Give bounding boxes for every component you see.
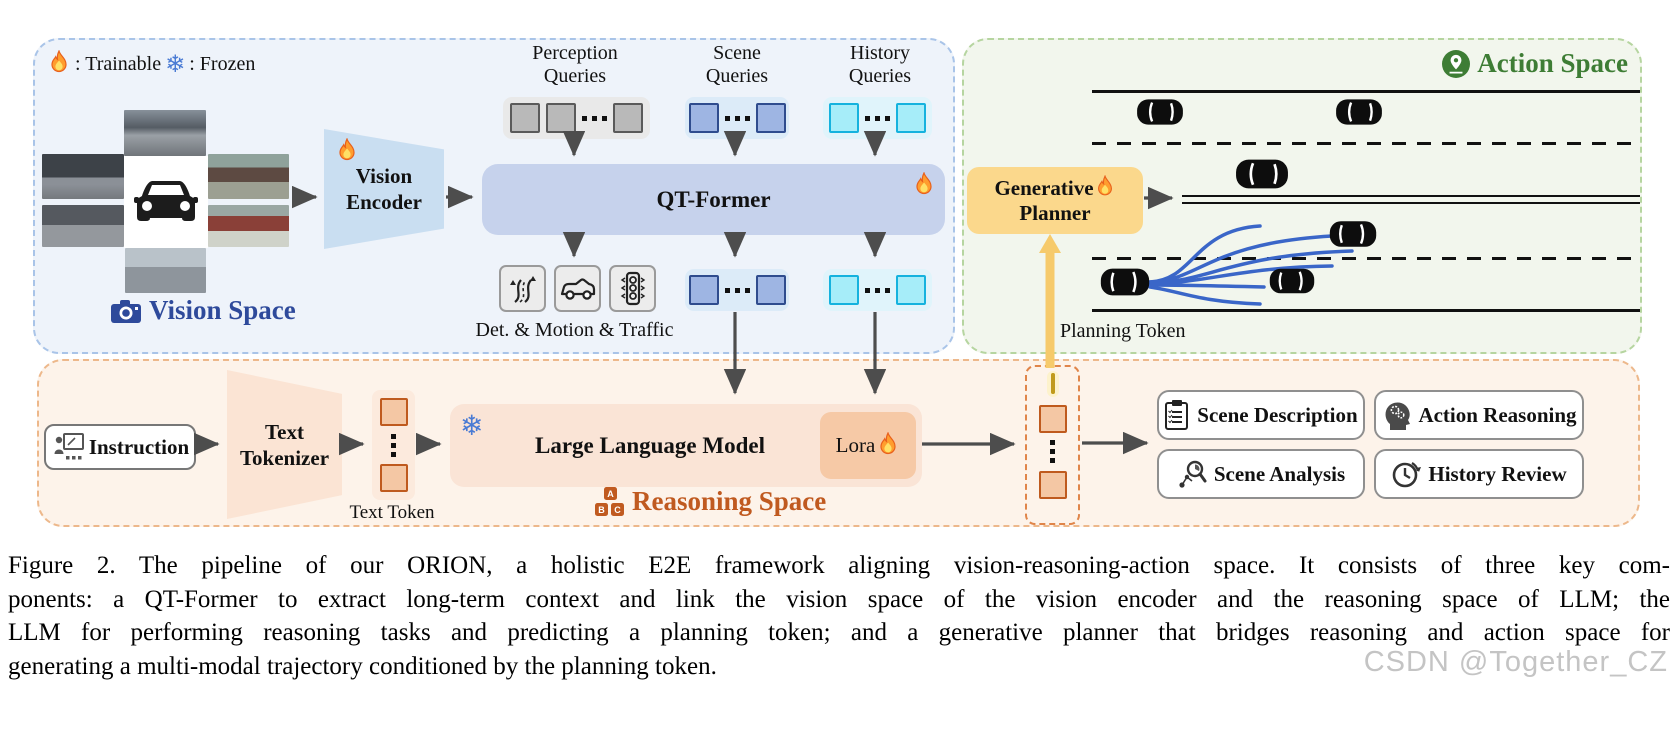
output-token-stack (1025, 365, 1080, 525)
vision-space-label: Vision Space (110, 295, 296, 326)
trajectory-curves (1148, 224, 1354, 306)
camera-image-back (125, 248, 206, 293)
history-output-tokens (823, 269, 932, 311)
history-queries-label: History Queries (848, 42, 912, 87)
camera-image-back-right (208, 205, 289, 247)
perception-queries-label: Perception Queries (532, 42, 618, 87)
qt-former-block: QT-Former (482, 164, 945, 235)
lane-dashed-line (1092, 142, 1640, 145)
action-space-label: Action Space (1442, 48, 1628, 79)
fire-icon (912, 172, 936, 200)
history-query-tokens (823, 97, 932, 139)
task-scene-analysis: Scene Analysis (1157, 449, 1365, 499)
ego-car-icon (134, 176, 198, 228)
traffic-car-icon (1335, 97, 1383, 127)
fire-icon (335, 138, 359, 166)
road-edge-line (1092, 90, 1640, 93)
magnifier-graph-icon (1179, 460, 1207, 488)
road-double-line (1182, 195, 1640, 204)
caption-line: Figure 2. The pipeline of our ORION, a h… (8, 552, 1670, 579)
text-tokenizer-block: Text Tokenizer (227, 370, 342, 519)
planner-label-line1: Generative (994, 175, 1094, 200)
camera-image-front-right (208, 154, 289, 199)
scene-queries-label: Scene Queries (705, 42, 769, 87)
fire-icon (1094, 175, 1116, 201)
vertical-dots (391, 433, 396, 457)
instruction-block: Instruction (44, 424, 196, 470)
camera-image-front-left (42, 154, 124, 199)
svg-text:A: A (607, 489, 614, 499)
instruction-label: Instruction (88, 434, 190, 459)
task-action-reasoning: Action Reasoning (1374, 390, 1584, 440)
traffic-car-icon (1269, 264, 1315, 298)
reasoning-space-label: A B C Reasoning Space (595, 486, 826, 517)
head-gears-icon (1385, 402, 1411, 430)
legend: : Trainable ❄ : Frozen (47, 50, 255, 78)
generative-planner-block: Generative Planner (967, 167, 1143, 234)
road-edge-line (1092, 309, 1640, 312)
perception-query-tokens (503, 97, 650, 139)
ellipsis-dots (865, 115, 890, 121)
ego-car-icon (1100, 264, 1150, 300)
fire-icon (876, 432, 900, 460)
det-motion-traffic-label: Det. & Motion & Traffic (475, 319, 674, 341)
lora-block: Lora (820, 412, 916, 479)
ellipsis-dots (724, 287, 750, 293)
ellipsis-dots (865, 287, 890, 293)
fire-icon (47, 50, 71, 78)
road-detection-icon (499, 265, 546, 312)
scene-query-tokens (685, 97, 789, 139)
scene-output-tokens (685, 269, 789, 311)
lora-label: Lora (835, 433, 876, 457)
traffic-car-icon (1235, 157, 1289, 191)
planning-token-label: Planning Token (1060, 320, 1186, 342)
text-token-stack (372, 390, 415, 500)
clipboard-icon (1165, 400, 1189, 430)
task-scene-description: Scene Description (1157, 390, 1365, 440)
perception-output-icons (499, 265, 656, 312)
qt-former-label: QT-Former (656, 186, 771, 212)
traffic-light-icon (609, 265, 656, 312)
watermark: CSDN @Together_CZ (1363, 646, 1668, 678)
clock-icon (1393, 462, 1422, 488)
figure-caption: Figure 2. The pipeline of our ORION, a h… (8, 549, 1670, 683)
ellipsis-dots (724, 115, 750, 121)
traffic-car-icon (1329, 217, 1377, 251)
camera-image-back-left (42, 205, 124, 247)
vision-encoder-label-line2: Encoder (346, 190, 422, 214)
abc-blocks-icon: A B C (595, 486, 624, 516)
ellipsis-dots (582, 115, 607, 121)
lane-dashed-line (1092, 257, 1640, 260)
ego-vehicle-cell (124, 156, 208, 248)
caption-line: ponents: a QT-Former to extract long-ter… (8, 585, 1670, 613)
snowflake-icon: ❄ (165, 50, 186, 78)
svg-text:C: C (614, 505, 621, 515)
location-pin-icon (1442, 49, 1471, 78)
reasoning-space-panel: Instruction Text Tokenizer Text Token ❄ … (37, 359, 1640, 527)
caption-line: LLM for performing reasoning tasks and p… (8, 619, 1670, 646)
vision-space-panel: : Trainable ❄ : Frozen Vision Encoder Pe… (33, 38, 955, 354)
legend-frozen-label: : Frozen (189, 52, 256, 75)
traffic-car-icon (1134, 97, 1186, 127)
vision-encoder-label-line1: Vision (355, 164, 413, 188)
legend-trainable-label: : Trainable (75, 52, 162, 75)
instruction-icon (54, 433, 84, 460)
llm-block: ❄ Large Language Model Lora (450, 404, 922, 487)
car-motion-icon (554, 265, 601, 312)
llm-label: Large Language Model (535, 432, 765, 458)
text-token-label: Text Token (349, 502, 435, 523)
camera-icon (111, 299, 141, 323)
planner-label-line2: Planner (1019, 201, 1091, 225)
snowflake-icon: ❄ (460, 409, 484, 442)
planning-token (1046, 371, 1059, 397)
vertical-dots (1050, 440, 1055, 463)
task-history-review: History Review (1374, 449, 1584, 499)
action-space-panel: Action Space Gener (962, 38, 1642, 354)
svg-text:B: B (598, 505, 605, 515)
caption-line: generating a multi-modal trajectory cond… (8, 652, 717, 680)
camera-image-front (124, 110, 206, 156)
